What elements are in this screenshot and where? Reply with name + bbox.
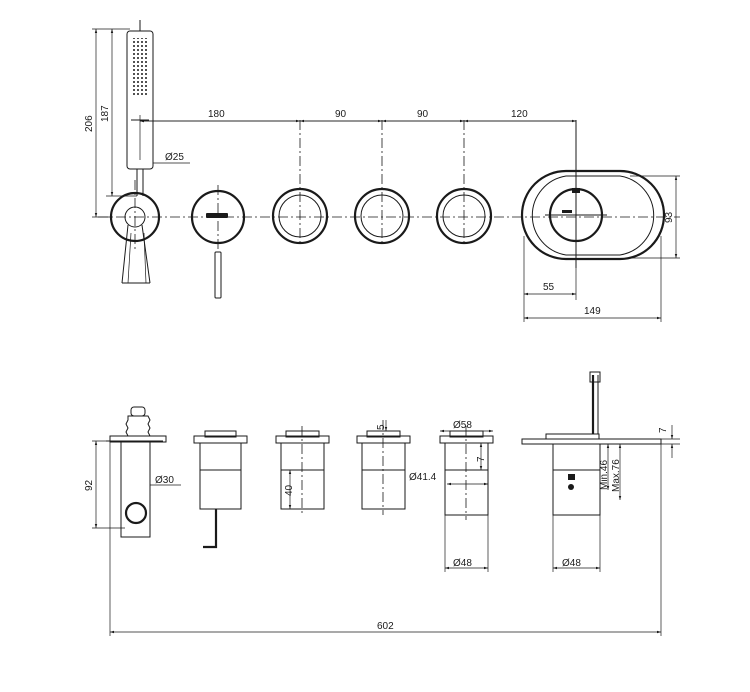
dim-149: 149	[584, 306, 601, 317]
diverter-side	[193, 430, 248, 549]
side-view	[92, 371, 680, 636]
thermostatic-plate	[520, 120, 666, 268]
top-view	[92, 20, 680, 322]
dim-93: 93	[664, 211, 675, 223]
plate-width-dimensions	[523, 236, 662, 322]
dim-206: 206	[84, 115, 95, 132]
dim-187: 187	[100, 105, 111, 122]
valve-2-side	[356, 420, 411, 515]
valve-1	[271, 120, 329, 246]
valve-3	[435, 120, 493, 246]
dim-d58: Ø58	[453, 420, 472, 431]
dim-90b: 90	[417, 109, 429, 120]
dim-90a: 90	[335, 109, 347, 120]
dim-55: 55	[543, 282, 555, 293]
dim-120: 120	[511, 109, 528, 120]
dim-min46: Min.46	[599, 460, 610, 490]
dim-d48a: Ø48	[453, 558, 472, 569]
thermostat-logo-icon	[568, 474, 575, 480]
hand-shower	[109, 20, 161, 284]
dim-max76: Max.76	[611, 459, 622, 492]
dim-7a: 7	[476, 456, 487, 462]
diverter-knob	[190, 185, 246, 299]
valve-3-side	[439, 426, 494, 572]
top-chain-dimensions	[139, 115, 576, 160]
dim-7b: 7	[658, 427, 669, 433]
holder-height-dimension	[92, 440, 125, 529]
shower-nozzle-grid-icon	[131, 38, 149, 96]
dim-602: 602	[377, 621, 394, 632]
dim-92: 92	[84, 479, 95, 491]
height-dimensions	[92, 28, 137, 218]
dim-d48b: Ø48	[562, 558, 581, 569]
dim-d25: Ø25	[165, 152, 184, 163]
dim-5: 5	[376, 424, 387, 430]
thermostat-side	[521, 371, 680, 572]
overall-width-dimension	[109, 442, 662, 636]
dim-d41: Ø41.4	[409, 472, 437, 483]
valve-1-side	[275, 426, 330, 515]
valve-2	[353, 120, 411, 246]
dim-d30: Ø30	[155, 475, 174, 486]
dim-40: 40	[284, 484, 295, 496]
dim-180: 180	[208, 109, 225, 120]
plate-height-dimension	[630, 175, 680, 259]
shower-holder-side	[109, 406, 167, 538]
